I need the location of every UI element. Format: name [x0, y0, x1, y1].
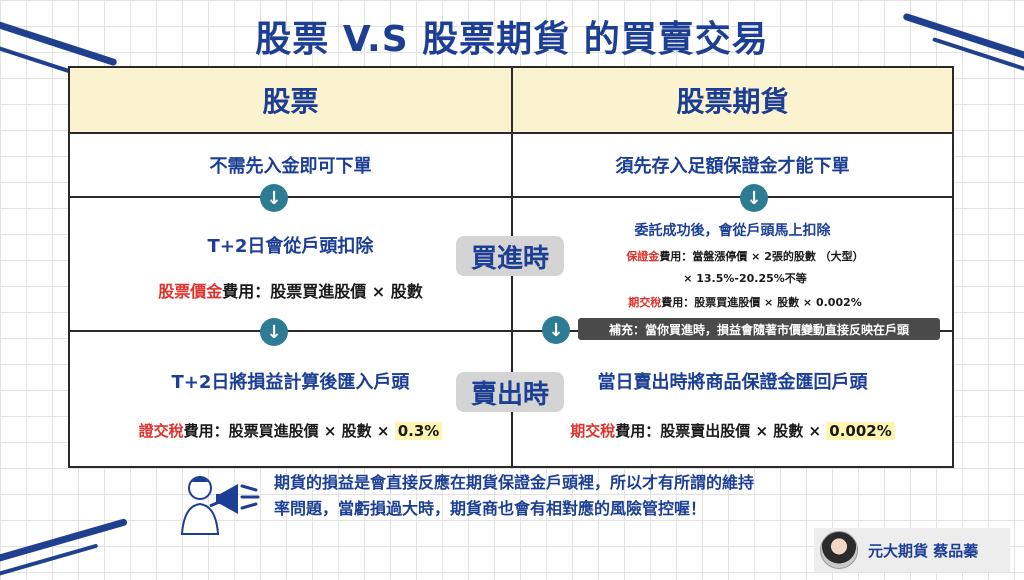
stock-sell-fee-formula: 費用：股票買進股價 × 股數 ×: [183, 422, 390, 440]
footer-line-2: 率問題，當虧損過大時，期貨商也會有相對應的風險管控喔！: [274, 499, 707, 518]
sell-phase-tag: 賣出時: [456, 372, 564, 412]
stock-sell-fee-label: 證交稅: [138, 422, 184, 440]
footer-line-1: 期貨的損益是會直接反應在期貨保證金戶頭裡，所以才有所謂的維持: [274, 473, 755, 492]
futures-sell-fee-formula: 費用：股票賣出股價 × 股數 ×: [615, 422, 822, 440]
futures-buy-title: 委託成功後，會從戶頭馬上扣除: [634, 223, 831, 239]
futures-sell-fee: 期交稅費用：股票賣出股價 × 股數 × 0.002%: [513, 420, 952, 441]
futures-sell-fee-label: 期交稅: [570, 422, 616, 440]
stock-tax-rate: 0.3%: [394, 422, 443, 440]
stock-buy-fee-label: 股票價金: [158, 282, 223, 301]
avatar: [820, 531, 858, 569]
arrow-down-icon: ↓: [260, 184, 288, 212]
stock-buy-title: T+2日會從戶頭扣除: [207, 236, 374, 257]
futures-margin-rate: × 13.5%-20.25%不等: [683, 272, 807, 285]
decor-stroke: [0, 518, 128, 569]
buy-phase-tag: 買進時: [456, 236, 564, 276]
futures-tax-rate: 0.002%: [826, 422, 895, 440]
stock-sell-title: T+2日將損益計算後匯入戶頭: [171, 372, 410, 393]
megaphone-person-icon: [180, 476, 238, 535]
futures-order-requirement: 須先存入足額保證金才能下單: [615, 156, 850, 177]
stock-buy-fee-formula: 費用：股票買進股價 × 股數: [222, 282, 423, 301]
supplement-note: 補充：當你買進時，損益會隨著市價變動直接反映在戶頭: [578, 318, 940, 340]
header-stock: 股票: [70, 68, 511, 132]
arrow-down-icon: ↓: [260, 318, 288, 346]
margin-label: 保證金: [626, 250, 660, 263]
futures-margin-fee: 保證金費用：當盤漲停價 × 2張的股數 （大型）: [540, 248, 950, 264]
arrow-down-icon: ↓: [542, 316, 570, 344]
margin-formula: 費用：當盤漲停價 × 2張的股數 （大型）: [659, 250, 864, 263]
buy-tax-formula: 費用：股票買進股價 × 股數 × 0.002%: [661, 296, 862, 309]
page-title: 股票 V.S 股票期貨 的買賣交易: [255, 19, 769, 60]
sound-lines-icon: [240, 484, 260, 510]
author-badge: 元大期貨 蔡品蓁: [814, 528, 1010, 572]
buy-tax-label: 期交稅: [628, 296, 662, 309]
stock-sell-fee: 證交稅費用：股票買進股價 × 股數 × 0.3%: [70, 420, 511, 441]
header-futures: 股票期貨: [513, 68, 952, 132]
stock-buy-fee: 股票價金費用：股票買進股價 × 股數: [70, 278, 511, 302]
author-name: 元大期貨 蔡品蓁: [868, 541, 979, 560]
futures-buy-tax-fee: 期交稅費用：股票買進股價 × 股數 × 0.002%: [540, 294, 950, 310]
futures-sell-title: 當日賣出時將商品保證金匯回戶頭: [597, 372, 868, 393]
arrow-down-icon: ↓: [740, 184, 768, 212]
stock-order-requirement: 不需先入金即可下單: [209, 156, 372, 177]
footer-explanation: 期貨的損益是會直接反應在期貨保證金戶頭裡，所以才有所謂的維持 率問題，當虧損過大…: [274, 470, 914, 522]
